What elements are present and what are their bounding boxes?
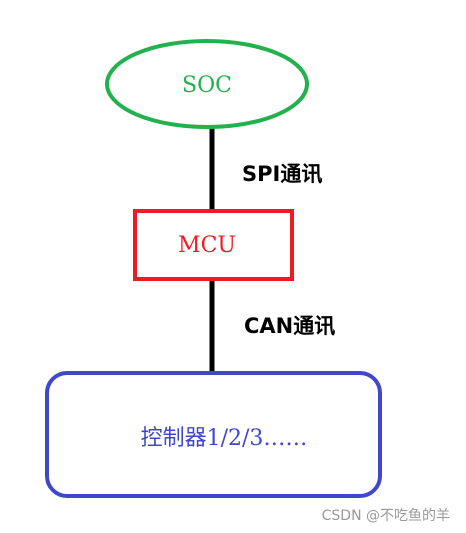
soc-node xyxy=(105,39,309,129)
mcu-label: MCU xyxy=(178,233,236,258)
controller-node xyxy=(45,371,382,498)
can-edge-label: CAN通讯 xyxy=(244,314,335,338)
mcu-node xyxy=(133,209,294,281)
watermark: CSDN @不吃鱼的羊 xyxy=(322,507,450,524)
soc-label: SOC xyxy=(182,73,232,98)
controller-label: 控制器1/2/3…… xyxy=(141,426,308,451)
spi-edge-label: SPI通讯 xyxy=(242,162,322,186)
